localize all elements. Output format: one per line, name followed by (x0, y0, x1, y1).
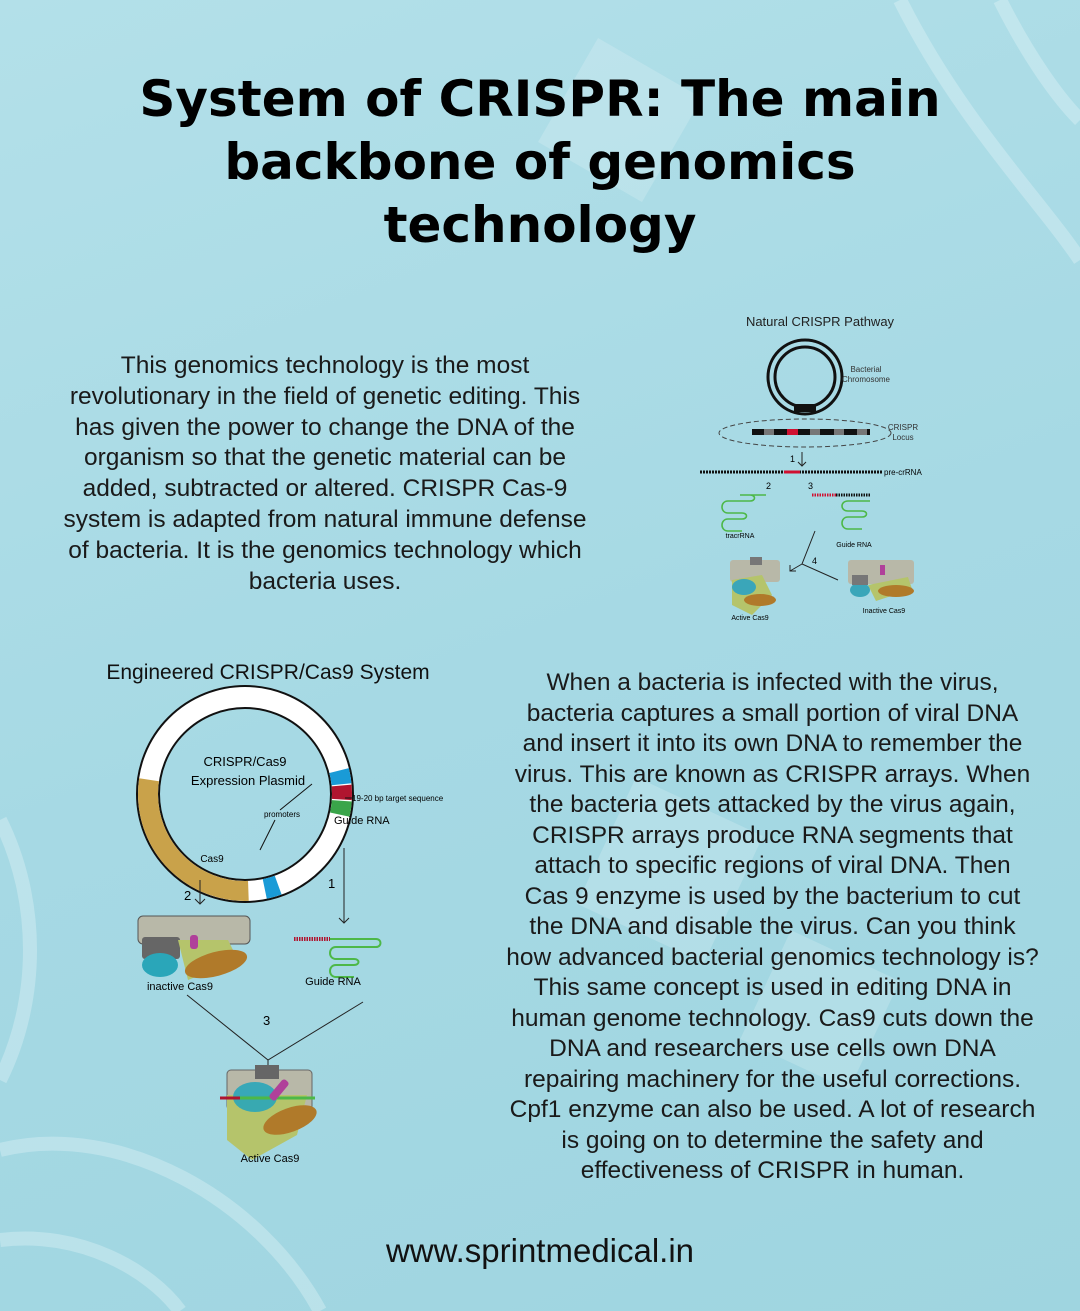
diagram-title: Engineered CRISPR/Cas9 System (106, 661, 429, 684)
label: pre-crRNA (884, 468, 922, 477)
text-line: DNA and researchers use cells own DNA (549, 1035, 996, 1062)
inactive-cas9-icon (137, 915, 251, 980)
label: Cas9 (200, 854, 224, 865)
chromosome-ring (766, 338, 844, 416)
text-line: is going on to determine the safety and (561, 1126, 984, 1154)
label: CRISPR (888, 423, 918, 432)
text-line: This same concept is used in editing DNA… (533, 974, 1012, 1001)
label: promoters (264, 810, 300, 819)
text-line: the bacteria gets attacked by the virus … (529, 791, 1016, 818)
text-line: virus. This are known as CRISPR arrays. … (514, 760, 1031, 788)
label: tracrRNA (726, 533, 755, 540)
text-line: This genomics technology is the most (120, 352, 530, 379)
text-line: Cpf1 enzyme can also be used. A lot of r… (509, 1096, 1036, 1123)
text-line: human genome technology. Cas9 cuts down … (511, 1004, 1034, 1032)
label: Active Cas9 (241, 1153, 300, 1165)
active-cas9-icon (730, 557, 780, 615)
label: Inactive Cas9 (863, 608, 906, 615)
label: 19-20 bp target sequence (352, 794, 444, 803)
label: Locus (892, 433, 913, 442)
expression-plasmid (136, 685, 354, 903)
text-line: the DNA and disable the virus. Can you t… (529, 913, 1016, 940)
body-paragraph: When a bacteria is infected with the vir… (490, 668, 1055, 1187)
label: CRISPR/Cas9 (203, 754, 286, 769)
label: Guide RNA (836, 542, 872, 549)
label: Expression Plasmid (191, 773, 305, 788)
text-line: system is adapted from natural immune de… (63, 505, 587, 533)
crispr-locus-bar (752, 429, 870, 435)
step-number: 4 (812, 556, 817, 566)
label: Bacterial (850, 365, 881, 374)
text-line: how advanced bacterial genomics technolo… (506, 943, 1039, 971)
active-cas9-icon (220, 1065, 317, 1160)
text-line: revolutionary in the field of genetic ed… (69, 382, 581, 410)
title-line: technology (383, 196, 697, 254)
text-line: and insert it into its own DNA to rememb… (522, 730, 1023, 757)
step-number: 1 (328, 876, 335, 891)
text-line: of bacteria. It is the genomics technolo… (68, 536, 582, 564)
text-line: Cas 9 enzyme is used by the bacterium to… (524, 882, 1021, 910)
diagram-title: Natural CRISPR Pathway (746, 314, 895, 329)
label: Guide RNA (305, 976, 361, 988)
text-line: has given the power to change the DNA of… (75, 413, 575, 441)
text-line: bacteria uses. (248, 567, 402, 595)
text-line: effectiveness of CRISPR in human. (580, 1157, 965, 1184)
step-number: 3 (808, 481, 813, 491)
text-line: repairing machinery for the useful corre… (523, 1065, 1022, 1093)
website-link[interactable]: www.sprintmedical.in (385, 1232, 695, 1269)
step-number: 2 (184, 888, 191, 903)
engineered-crispr-cas9-diagram: Engineered CRISPR/Cas9 System CRISPR/Cas… (106, 661, 444, 1165)
label: Active Cas9 (731, 615, 768, 622)
title-line: System of CRISPR: The main (139, 70, 941, 128)
text-line: CRISPR arrays produce RNA segments that (532, 821, 1013, 849)
label: Chromosome (842, 375, 891, 384)
inactive-cas9-icon (848, 560, 914, 601)
text-line: bacteria captures a small portion of vir… (526, 699, 1019, 727)
text-line: attach to specific regions of viral DNA.… (534, 852, 1011, 879)
tracrrna-icon (721, 494, 766, 532)
text-line: organism so that the genetic material ca… (83, 444, 567, 472)
label: inactive Cas9 (147, 981, 213, 993)
guide-rna-icon (841, 500, 870, 530)
step-number: 3 (263, 1013, 270, 1028)
label: Guide RNA (334, 815, 390, 827)
intro-paragraph: This genomics technology is the most rev… (40, 351, 610, 597)
text-line: added, subtracted or altered. CRISPR Cas… (82, 475, 568, 503)
page-title: System of CRISPR: The main backbone of g… (0, 68, 1080, 257)
step-number: 1 (790, 454, 795, 464)
natural-crispr-pathway-diagram: Natural CRISPR Pathway Bacterial Chromos… (700, 314, 922, 622)
text-line: When a bacteria is infected with the vir… (546, 669, 999, 696)
step-number: 2 (766, 481, 771, 491)
title-line: backbone of genomics (224, 133, 856, 191)
guide-rna-icon (294, 937, 382, 978)
